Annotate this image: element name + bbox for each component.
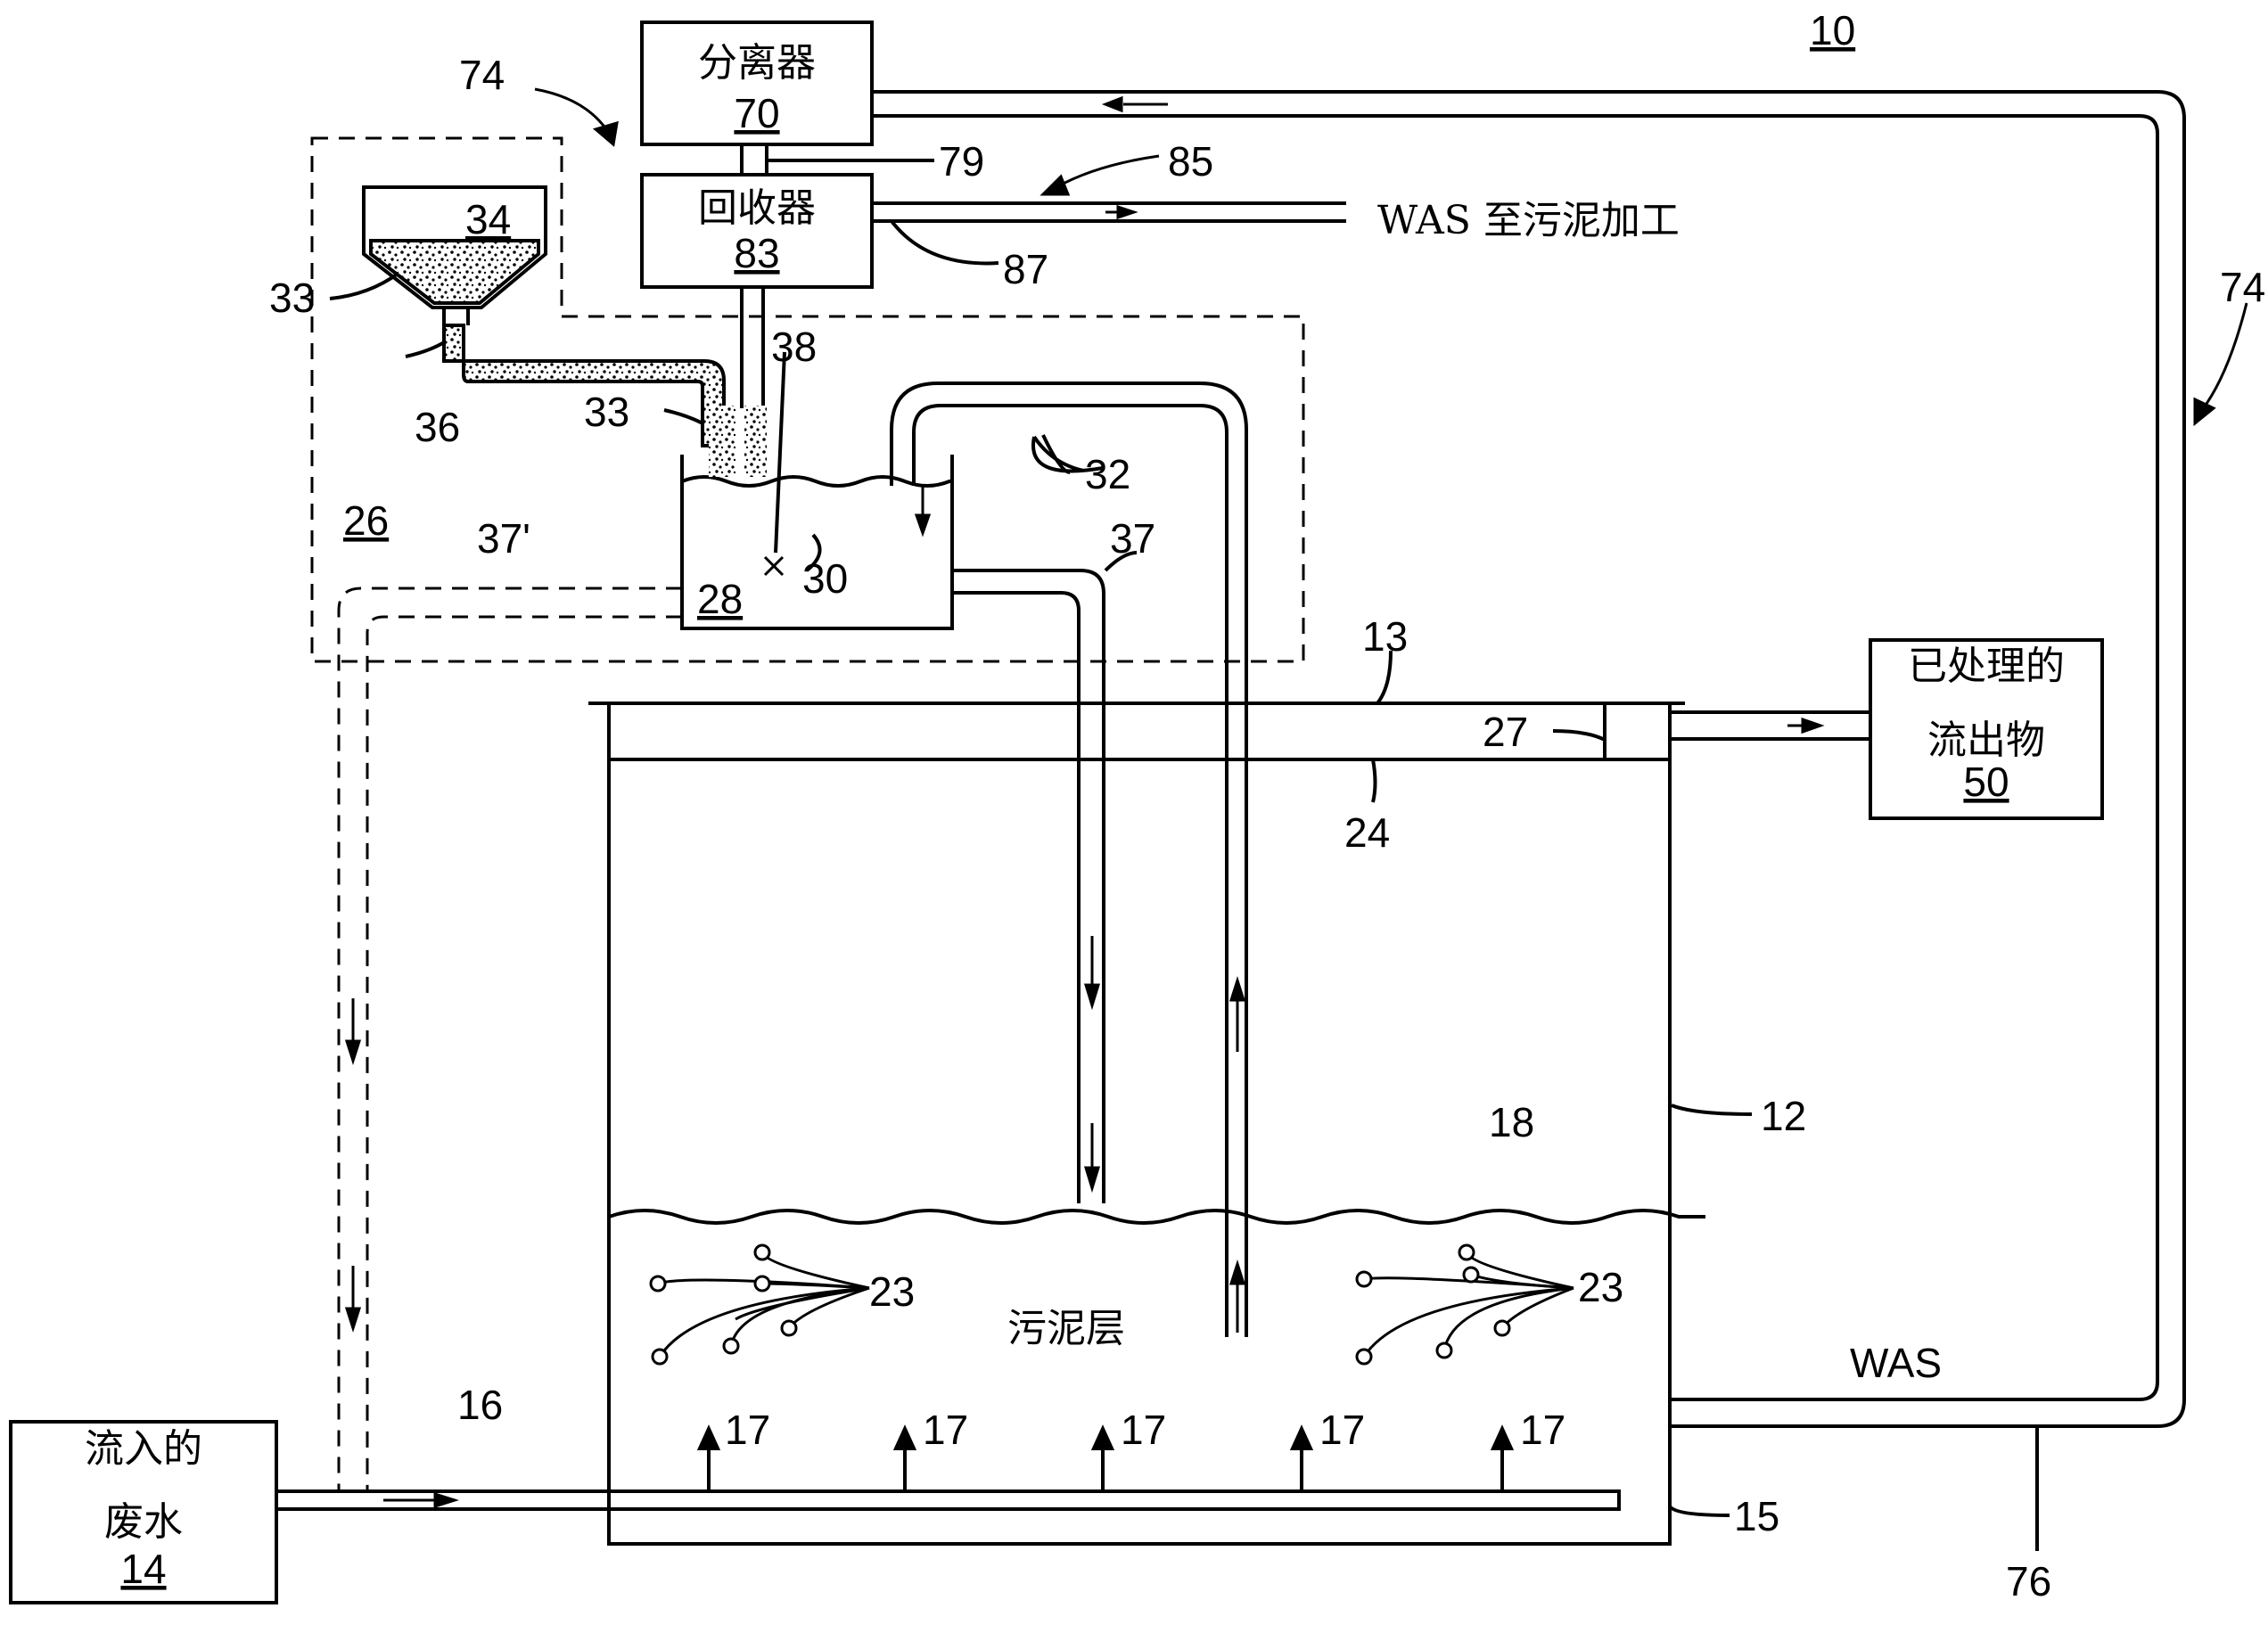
ref-87: 87 — [1003, 246, 1048, 292]
pipe-32 — [912, 404, 1228, 1337]
was-to-sludge-label: WAS 至污泥加工 — [1377, 198, 1680, 243]
mixing-tank-liquid — [681, 475, 952, 488]
separator-box — [640, 21, 874, 146]
ref-12: 12 — [1761, 1093, 1806, 1139]
ref-34: 34 — [465, 196, 511, 242]
influent-label-1: 流入的 — [85, 1426, 202, 1472]
recovered-media-stream — [744, 406, 767, 477]
sludge-layer-label: 污泥层 — [1007, 1306, 1125, 1351]
granule-cluster-left — [649, 1243, 870, 1366]
ref-79: 79 — [939, 138, 984, 185]
hopper — [362, 185, 547, 309]
ref-37: 37 — [1110, 515, 1155, 562]
effluent-label-2: 流出物 — [1927, 718, 2045, 763]
effluent-box — [1869, 638, 2104, 820]
ref-17-2: 17 — [923, 1407, 968, 1453]
ref-10: 10 — [1810, 7, 1855, 53]
influent-label-2: 废水 — [104, 1499, 183, 1545]
pipe-37 — [952, 591, 1081, 1203]
media-granules — [369, 239, 540, 305]
ref-17-5: 17 — [1520, 1407, 1565, 1453]
ref-33-middle: 33 — [584, 389, 629, 435]
subsystem-boundary-26 — [310, 136, 1305, 663]
ref-74-top: 74 — [459, 52, 505, 98]
distribution-pipe — [607, 1489, 1621, 1511]
sludge-bed-surface — [608, 1209, 1705, 1225]
ref-33-left: 33 — [269, 275, 315, 321]
ref-76: 76 — [2006, 1558, 2051, 1604]
ref-36: 36 — [415, 404, 460, 450]
return-line-37-prime — [337, 587, 682, 1491]
was-return-pipe — [872, 90, 2186, 1428]
influent-box — [9, 1420, 278, 1604]
mixing-tank — [680, 455, 954, 630]
feed-pipe-36 — [442, 324, 726, 447]
ref-16: 16 — [457, 1382, 503, 1428]
ref-27: 27 — [1483, 709, 1528, 755]
ref-17-4: 17 — [1319, 1407, 1365, 1453]
ref-32: 32 — [1085, 451, 1130, 497]
influent-ref: 14 — [120, 1546, 166, 1592]
ref-28: 28 — [697, 576, 743, 622]
ref-38: 38 — [771, 324, 817, 370]
ref-13: 13 — [1362, 613, 1408, 660]
ref-18: 18 — [1489, 1099, 1534, 1145]
ref-85: 85 — [1168, 138, 1213, 185]
ref-15: 15 — [1734, 1493, 1779, 1539]
recovery-ref: 83 — [734, 230, 779, 276]
ref-30: 30 — [802, 555, 848, 602]
granule-cluster-right — [1355, 1243, 1574, 1366]
recovery-label: 回收器 — [698, 185, 816, 231]
ref-26: 26 — [343, 497, 389, 544]
effluent-ref: 50 — [1963, 759, 2009, 805]
ref-74-right: 74 — [2220, 264, 2265, 310]
was-label: WAS — [1850, 1340, 1942, 1386]
media-feed-stream — [709, 406, 735, 477]
separator-label: 分离器 — [698, 40, 816, 86]
effluent-label-1: 已处理的 — [1908, 644, 2065, 689]
ref-17-1: 17 — [725, 1407, 770, 1453]
separator-ref: 70 — [734, 90, 779, 136]
recovery-box — [640, 173, 874, 289]
mixer-30 — [763, 555, 785, 577]
ref-37-prime: 37' — [477, 515, 530, 562]
ref-24: 24 — [1344, 809, 1390, 856]
ref-23-right: 23 — [1578, 1264, 1623, 1310]
ref-23-left: 23 — [869, 1268, 915, 1315]
ref-17-3: 17 — [1121, 1407, 1166, 1453]
